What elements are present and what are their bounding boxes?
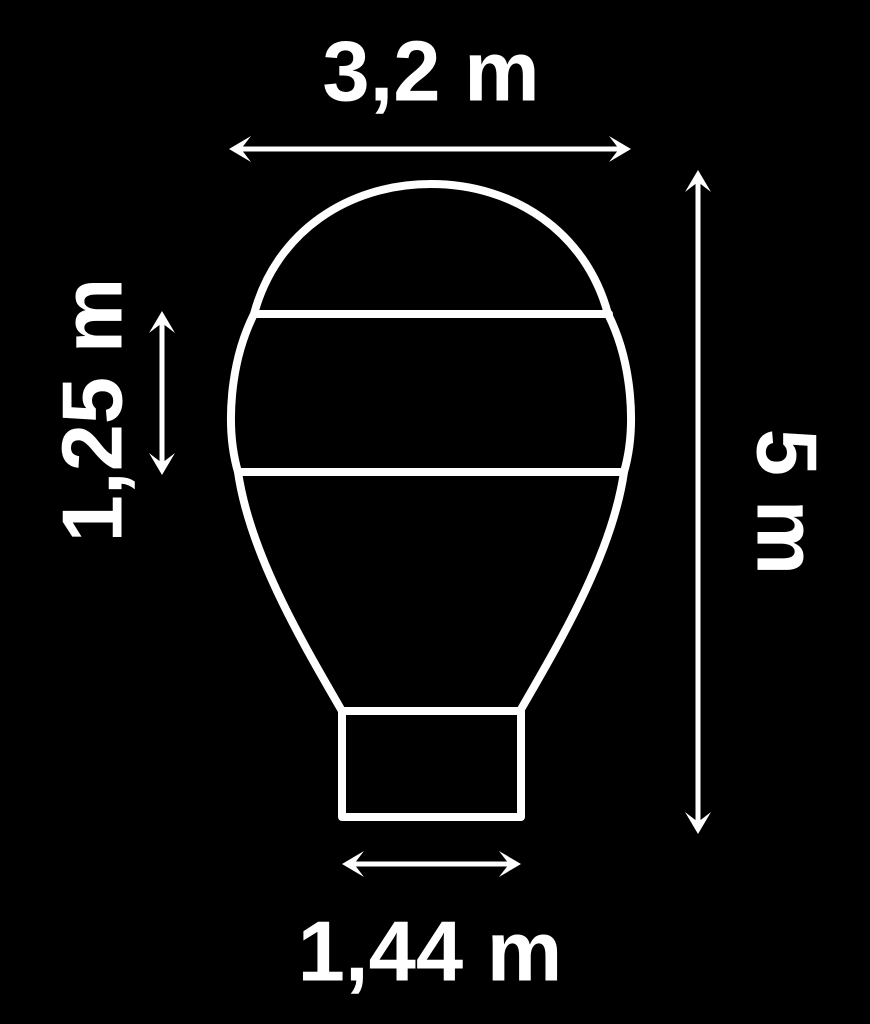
arrowhead-down-icon (149, 453, 175, 475)
basket-width-label: 1,44 m (297, 904, 563, 1000)
arrowhead-up-icon (149, 311, 175, 333)
basket-width-arrow (342, 851, 521, 877)
arrowhead-left-icon (229, 136, 251, 162)
arrowhead-left-icon (342, 851, 364, 877)
band-height-label: 1,25 m (45, 277, 141, 543)
arrowhead-down-icon (685, 812, 711, 834)
arrowhead-right-icon (499, 851, 521, 877)
total-height-label: 5 m (738, 428, 834, 576)
envelope-width-arrow (229, 136, 631, 162)
band-height-arrow (149, 311, 175, 475)
basket-rectangle (338, 707, 525, 821)
arrowhead-up-icon (685, 170, 711, 192)
balloon-envelope-outline (227, 180, 635, 715)
envelope-width-label: 3,2 m (322, 24, 540, 120)
total-height-arrow (685, 170, 711, 834)
arrowhead-right-icon (609, 136, 631, 162)
